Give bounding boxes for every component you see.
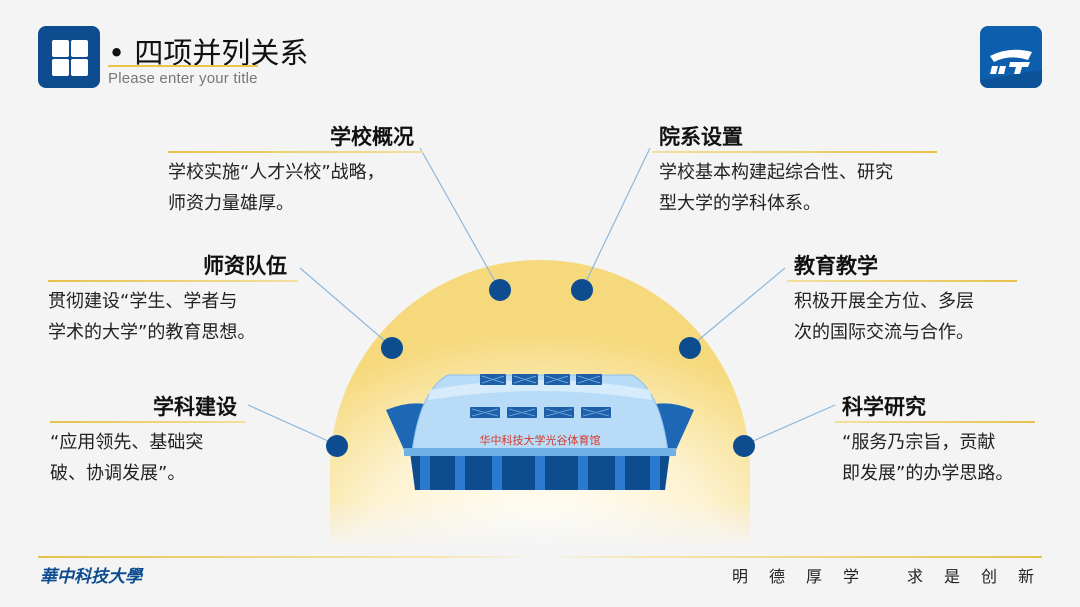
item-rule: [835, 421, 1035, 423]
node-dot-3: [381, 337, 403, 359]
connector-lines: [247, 147, 836, 446]
item-rule: [652, 151, 937, 153]
item-rule: [787, 280, 1017, 282]
footer-divider: [38, 556, 1042, 558]
footer-university-name: 華中科技大學: [40, 567, 142, 587]
item-description-research: “服务乃宗旨，贡献 即发展”的办学思路。: [842, 432, 1014, 484]
item-description-education: 积极开展全方位、多层 次的国际交流与合作。: [794, 291, 974, 343]
item-heading-school-overview: 学校概况: [330, 125, 414, 149]
item-heading-departments: 院系设置: [659, 125, 743, 149]
item-heading-disciplines: 学科建设: [153, 395, 237, 419]
node-dot-2: [571, 279, 593, 301]
stadium-building: 华中科技大学光谷体育馆: [386, 374, 694, 490]
item-description-school-overview: 学校实施“人才兴校”战略， 师资力量雄厚。: [168, 162, 385, 214]
grid-icon: [38, 26, 100, 88]
item-heading-education: 教育教学: [794, 254, 878, 278]
item-rule: [48, 280, 298, 282]
hust-logo: [980, 26, 1042, 88]
node-dot-1: [489, 279, 511, 301]
item-description-faculty: 贯彻建设“学生、学者与 学术的大学”的教育思想。: [48, 291, 256, 343]
item-rule: [50, 421, 246, 423]
node-dot-6: [733, 435, 755, 457]
title-underline: [108, 65, 258, 67]
footer-motto: 明德厚学求是创新: [732, 567, 1036, 586]
item-heading-research: 科学研究: [842, 395, 926, 419]
page-title: • 四项并列关系: [108, 36, 309, 70]
item-description-disciplines: “应用领先、基础突 破、协调发展”。: [50, 432, 204, 484]
node-dot-4: [679, 337, 701, 359]
node-dot-5: [326, 435, 348, 457]
item-heading-faculty: 师资队伍: [203, 254, 287, 278]
item-rule: [168, 151, 423, 153]
stadium-sign: 华中科技大学光谷体育馆: [480, 433, 601, 447]
page-subtitle: Please enter your title: [108, 70, 258, 87]
item-description-departments: 学校基本构建起综合性、研究 型大学的学科体系。: [659, 162, 893, 214]
